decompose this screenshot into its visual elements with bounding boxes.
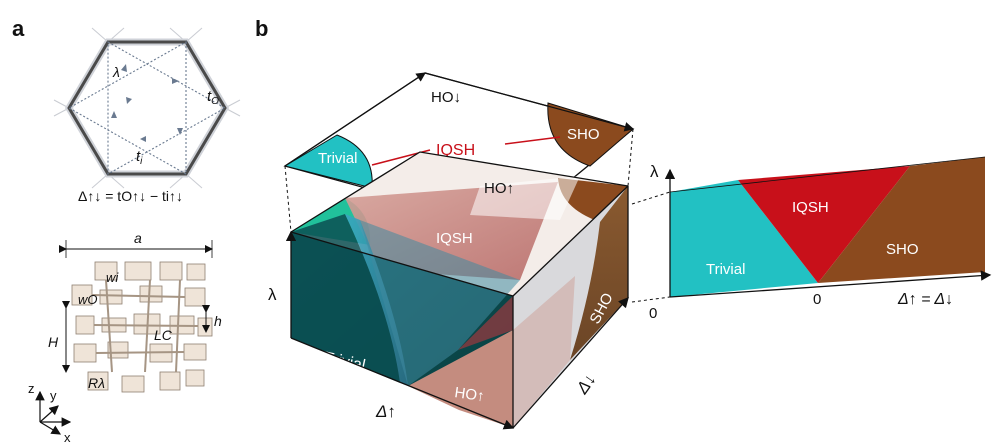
lattice-H-label: H — [48, 334, 59, 350]
side-sho-region — [570, 186, 628, 360]
front-ho-up-region — [408, 330, 513, 428]
slice-iqsh-region — [738, 166, 910, 283]
hexagon-ti-label: ti — [136, 148, 143, 167]
slice-zero-mid: 0 — [813, 291, 821, 308]
cube-axis-delta-down: Δ↓ — [572, 370, 600, 398]
lattice-h-label: h — [214, 313, 222, 329]
slice-trivial-region — [670, 180, 818, 297]
slice-axis-delta: Δ↑ = Δ↓ — [897, 291, 953, 308]
top-trivial-label: Trivial — [318, 150, 357, 167]
lattice-a-label: a — [134, 230, 142, 246]
top-sho-label: SHO — [567, 126, 600, 143]
slice-sho-label: SHO — [886, 241, 919, 258]
lattice-lc-label: LC — [154, 327, 173, 343]
front-ho-up-label: HO↑ — [453, 384, 485, 405]
panel-letter-a: a — [12, 16, 25, 41]
axis-y-label: y — [50, 388, 57, 403]
slice-connectors — [631, 191, 671, 303]
phase-slice: Trivial IQSH SHO λ Δ↑ = Δ↓ 0 0 — [649, 156, 992, 322]
slice-sho-region — [818, 157, 985, 283]
hexagon-lambda-label: λ — [112, 64, 120, 80]
slice-iqsh-label: IQSH — [792, 199, 829, 216]
lattice-diagram: a wi wO H h LC Rλ z y x — [28, 230, 222, 445]
hexagon-diagram: λ tO ti Δ↑↓ = tO↑↓ − ti↑↓ — [53, 27, 241, 204]
slice-zero-left: 0 — [649, 305, 657, 322]
phase-cube: Trivial IQSH SHO HO↓ IQSH HO↑ Trivial HO… — [268, 72, 635, 430]
hexagon-formula: Δ↑↓ = tO↑↓ − ti↑↓ — [78, 188, 183, 204]
slice-trivial-label: Trivial — [706, 261, 745, 278]
axes-triad — [35, 390, 72, 435]
top-sho-region — [547, 102, 635, 167]
lattice-wi-label: wi — [106, 270, 119, 285]
hexagon-to-label: tO — [207, 88, 219, 107]
cube-axis-delta-up: Δ↑ — [375, 402, 396, 421]
axis-x-label: x — [64, 430, 71, 445]
top-ho-down-label: HO↓ — [431, 89, 461, 106]
top-iqsh-label: IQSH — [436, 142, 475, 159]
slice-axis-lambda: λ — [650, 162, 659, 181]
mid-ho-up-label: HO↑ — [484, 180, 514, 197]
lattice-wo-label: wO — [78, 292, 98, 307]
panel-letter-b: b — [255, 16, 268, 41]
mid-iqsh-label: IQSH — [436, 230, 473, 247]
axis-z-label: z — [28, 381, 35, 396]
mid-sho-region — [558, 178, 628, 222]
lattice-blocks — [71, 261, 213, 393]
lattice-rlambda-label: Rλ — [88, 375, 105, 391]
cube-axis-lambda: λ — [268, 285, 277, 304]
